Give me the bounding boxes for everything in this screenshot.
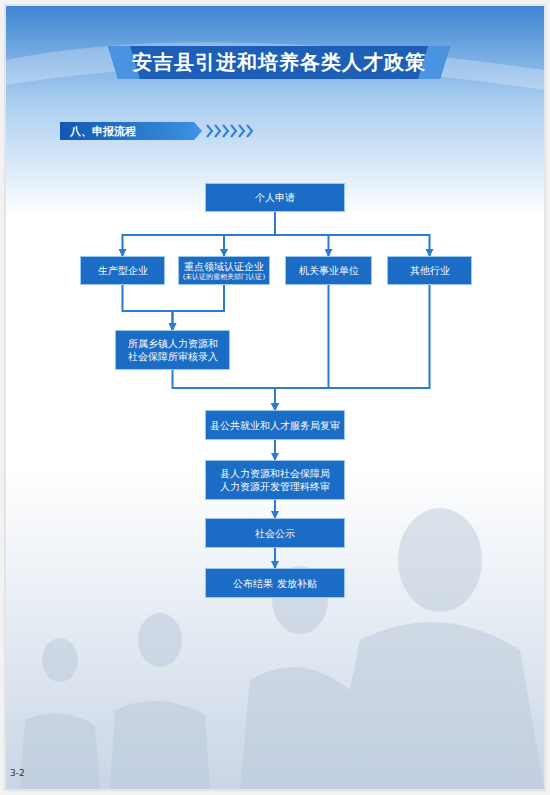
process-box: 机关事业单位 (285, 256, 372, 285)
node-text: 公布结果 发放补贴 (233, 577, 316, 590)
flow-connector (275, 285, 329, 410)
node-text: 所属乡镇人力资源和 社会保障所审核录入 (125, 337, 221, 363)
process-box: 其他行业 (387, 256, 472, 285)
node-text: 生产型企业 (98, 264, 148, 277)
node-text: 县人力资源和社会保障局 人力资源开发管理科终审 (216, 467, 334, 493)
node-text: 重点领域认证企业 (184, 260, 264, 273)
process-box: 所属乡镇人力资源和 社会保障所审核录入 (115, 330, 230, 370)
flow-connector (173, 285, 225, 330)
node-text: 县公共就业和人才服务局复审 (210, 419, 340, 432)
node-text: 社会公示 (255, 527, 295, 540)
node-note: (未认证的需相关部门认证) (183, 273, 265, 282)
chevron-symbols (207, 125, 252, 137)
process-box: 个人申请 (205, 183, 345, 212)
process-box: 县公共就业和人才服务局复审 (205, 410, 345, 440)
node-text: 八、申报流程 (60, 124, 136, 139)
node-text: 机关事业单位 (299, 264, 359, 277)
flow-connector (274, 500, 276, 518)
flow-connector (224, 212, 275, 256)
flow-connector (123, 212, 276, 256)
node-text: 其他行业 (410, 264, 450, 277)
flow-connector (275, 285, 430, 410)
tab-fill (60, 122, 202, 140)
process-box: 重点领域认证企业(未认证的需相关部门认证) (178, 256, 270, 285)
page-title: 安吉县引进和培养各类人才政策 (108, 46, 450, 79)
flow-connector (275, 212, 430, 256)
node-text: 个人申请 (255, 191, 295, 204)
section-tab: 八、申报流程 (60, 122, 202, 140)
flow-connector (274, 440, 276, 460)
process-box: 公布结果 发放补贴 (205, 568, 345, 598)
page-number: 3-2 (10, 768, 25, 778)
flow-connector (123, 285, 173, 330)
process-box: 生产型企业 (80, 256, 165, 285)
process-box: 社会公示 (205, 518, 345, 548)
process-box: 县人力资源和社会保障局 人力资源开发管理科终审 (205, 460, 345, 500)
flow-connector (274, 548, 276, 568)
flow-connector (173, 370, 276, 410)
